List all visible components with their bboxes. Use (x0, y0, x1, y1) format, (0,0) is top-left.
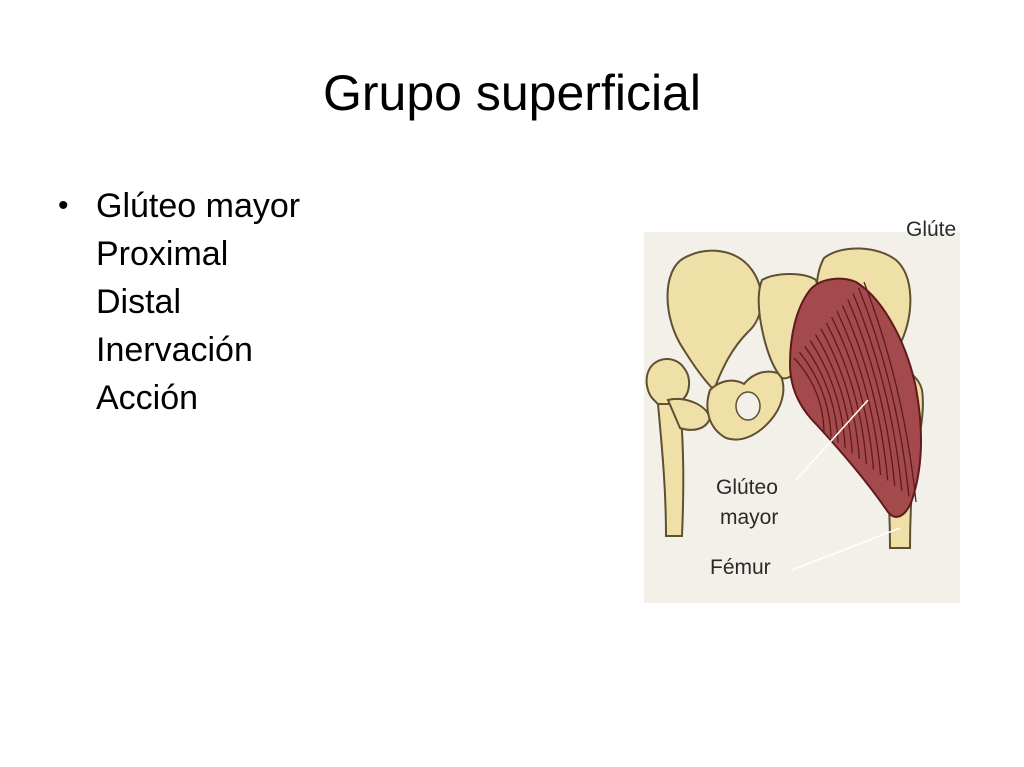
bullet-line-proximal: Proximal (96, 235, 229, 273)
label-femur: Fémur (710, 556, 771, 579)
slide-title: Grupo superficial (323, 65, 701, 121)
muscle-fiber (847, 299, 896, 486)
leader-line-femur (791, 527, 901, 571)
muscle-fiber (831, 316, 875, 470)
muscle-fiber (825, 322, 868, 465)
gluteus-maximus (788, 277, 922, 518)
gluteus-illustration: Glúte (644, 218, 960, 603)
muscle-fiber (841, 305, 889, 481)
muscle-fiber (820, 328, 861, 459)
left-femur-shaft (656, 403, 685, 537)
bullet-line-distal: Distal (96, 283, 182, 321)
muscle-fibers (793, 281, 917, 503)
label-gluteus-line2: mayor (720, 506, 778, 529)
muscle-fiber (809, 340, 846, 449)
muscle-fiber (836, 310, 882, 476)
bullet-list: • Glúteo mayor Proximal Distal Inervació… (58, 182, 300, 422)
muscle-fiber (798, 351, 832, 438)
muscle-fiber (804, 345, 839, 443)
muscle-fiber (793, 357, 825, 433)
bullet-text: Glúteo mayor Proximal Distal Inervación … (96, 182, 300, 422)
left-iliac-bone (666, 249, 763, 392)
label-gluteus-line1: Glúteo (716, 476, 778, 499)
leader-line-gluteus (795, 399, 869, 481)
label-top-cut: Glúte (906, 218, 956, 241)
bullet-icon: • (58, 189, 69, 222)
bullet-line-action: Acción (96, 379, 199, 417)
anatomy-figure: Glúte (644, 218, 962, 603)
bullet-item: • Glúteo mayor Proximal Distal Inervació… (58, 182, 300, 422)
obturator-foramen (735, 391, 761, 421)
muscle-fiber (852, 293, 903, 492)
bullet-line-innervation: Inervación (96, 331, 253, 369)
muscle-fiber (814, 334, 853, 454)
bullet-line-muscle: Glúteo mayor (96, 187, 301, 225)
muscle-fiber (863, 281, 917, 503)
muscle-fiber (858, 287, 910, 497)
